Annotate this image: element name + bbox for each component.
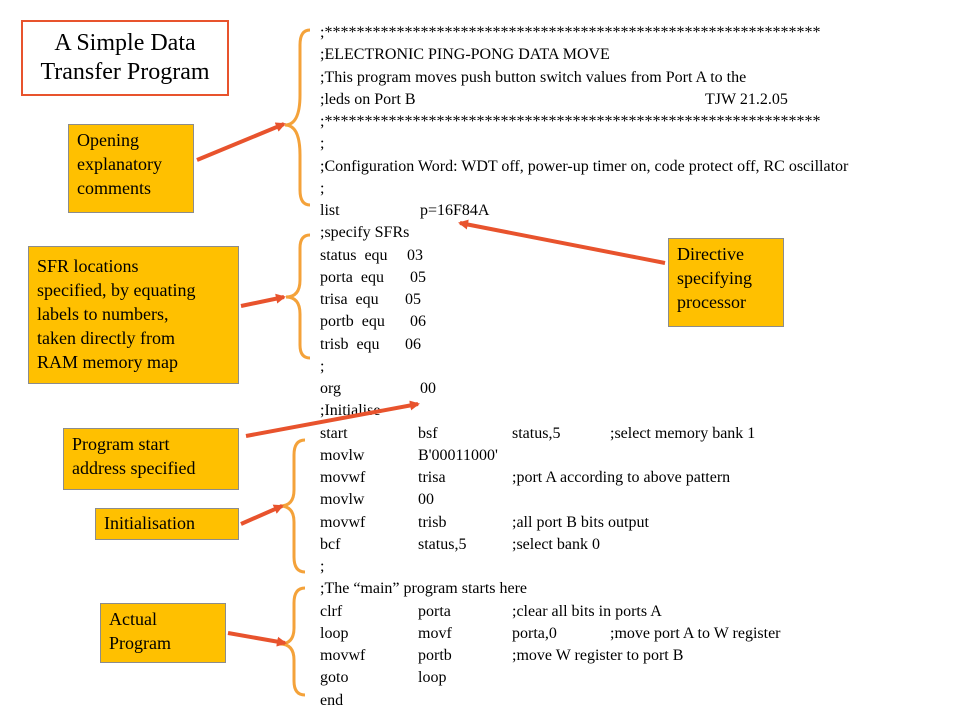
brace-initialisation <box>279 438 306 574</box>
label-line: address specified <box>72 458 196 478</box>
arrow-actual-program <box>227 631 287 647</box>
code-line-0-segment-0: ;***************************************… <box>320 24 821 41</box>
code-line-23-segment-2: ;select bank 0 <box>512 535 600 553</box>
code-line-8-segment-1: p=16F84A <box>420 202 490 219</box>
label-line: Program start <box>72 434 170 454</box>
code-line-13-segment-1: 06 <box>410 313 426 331</box>
code-line-19-segment-1: B'00011000' <box>418 446 498 464</box>
code-line-30-segment-0: end <box>320 691 344 709</box>
label-sfr-locations: SFR locations specified, by equating lab… <box>28 246 239 384</box>
code-line-27-segment-1: movf <box>418 624 452 642</box>
label-line: specifying <box>677 268 752 288</box>
arrow-program-start <box>245 400 420 438</box>
code-line-25-segment-0: ;The “main” program starts here <box>320 580 528 598</box>
code-line-11-segment-0: porta equ <box>320 268 384 286</box>
code-line-13-segment-0: portb equ <box>320 313 385 331</box>
code-line-18-segment-3: ;select memory bank 1 <box>610 424 756 442</box>
code-line-6-segment-0: ;Configuration Word: WDT off, power-up t… <box>320 157 849 175</box>
code-line-18-segment-0: start <box>320 424 348 442</box>
code-line-5-segment-0: ; <box>320 135 325 153</box>
code-line-29-segment-0: goto <box>320 669 349 687</box>
slide-title-line-2: Transfer Program <box>40 59 210 85</box>
code-line-22-segment-0: movwf <box>320 513 366 531</box>
arrow-initialisation <box>240 504 284 526</box>
code-line-18-segment-1: bsf <box>418 424 438 442</box>
code-line-3-segment-1: TJW 21.2.05 <box>705 90 788 108</box>
brace-sfr-definitions <box>285 233 311 360</box>
code-line-26-segment-2: ;clear all bits in ports A <box>512 602 662 620</box>
label-directive-processor: Directive specifying processor <box>668 238 784 327</box>
slide-title-line-1: A Simple Data <box>54 30 196 56</box>
code-line-4-segment-0: ;***************************************… <box>320 113 821 130</box>
code-line-12-segment-0: trisa equ <box>320 291 379 308</box>
label-line: Program <box>109 633 171 653</box>
code-line-26-segment-0: clrf <box>320 602 343 620</box>
code-line-9-segment-0: ;specify SFRs <box>320 224 410 242</box>
code-line-14-segment-1: 06 <box>405 335 421 353</box>
code-line-11-segment-1: 05 <box>410 268 426 286</box>
code-line-26-segment-1: porta <box>418 602 451 620</box>
label-line: taken directly from <box>37 328 175 348</box>
code-line-20-segment-2: ;port A according to above pattern <box>512 469 731 486</box>
brace-opening-comments <box>284 28 311 207</box>
code-line-27-segment-0: loop <box>320 624 349 642</box>
label-line: Actual <box>109 609 157 629</box>
code-line-1-segment-0: ;ELECTRONIC PING-PONG DATA MOVE <box>320 46 610 64</box>
code-line-21-segment-0: movlw <box>320 491 365 509</box>
code-line-27-segment-2: porta,0 <box>512 624 557 642</box>
code-line-28-segment-0: movwf <box>320 647 366 664</box>
code-line-10-segment-1: 03 <box>407 246 423 264</box>
code-line-22-segment-1: trisb <box>418 513 447 531</box>
code-line-18-segment-2: status,5 <box>512 424 561 442</box>
code-line-24-segment-0: ; <box>320 558 325 575</box>
code-line-15-segment-0: ; <box>320 357 325 375</box>
code-line-7-segment-0: ; <box>320 179 325 197</box>
code-line-23-segment-0: bcf <box>320 535 341 553</box>
code-line-12-segment-1: 05 <box>405 291 421 308</box>
label-line: processor <box>677 292 746 312</box>
code-line-20-segment-1: trisa <box>418 469 446 486</box>
label-program-start: Program start address specified <box>63 428 239 490</box>
label-line: Directive <box>677 244 744 264</box>
code-line-16-segment-1: 00 <box>420 380 436 397</box>
code-line-27-segment-3: ;move port A to W register <box>610 624 781 642</box>
label-line: comments <box>77 178 151 198</box>
code-line-23-segment-1: status,5 <box>418 535 467 553</box>
label-initialisation: Initialisation <box>95 508 239 540</box>
label-line: Initialisation <box>104 513 195 533</box>
code-line-29-segment-1: loop <box>418 669 447 687</box>
label-actual-program: Actual Program <box>100 603 226 663</box>
code-line-21-segment-1: 00 <box>418 491 434 509</box>
label-line: explanatory <box>77 154 162 174</box>
arrow-directive-processor <box>458 219 666 265</box>
label-line: specified, by equating <box>37 280 196 300</box>
code-line-8-segment-0: list <box>320 202 340 219</box>
code-line-3-segment-0: ;leds on Port B <box>320 90 416 108</box>
code-line-14-segment-0: trisb equ <box>320 335 380 353</box>
arrow-sfr-locations <box>240 293 286 308</box>
code-line-28-segment-1: portb <box>418 647 452 664</box>
label-opening-comments: Opening explanatory comments <box>68 124 194 213</box>
code-line-2-segment-0: ;This program moves push button switch v… <box>320 68 747 86</box>
slide-title: A Simple Data Transfer Program <box>21 20 229 96</box>
code-line-19-segment-0: movlw <box>320 446 365 464</box>
code-line-22-segment-2: ;all port B bits output <box>512 513 649 531</box>
label-line: labels to numbers, <box>37 304 169 324</box>
code-line-16-segment-0: org <box>320 380 342 397</box>
label-line: RAM memory map <box>37 352 178 372</box>
code-line-10-segment-0: status equ <box>320 246 388 264</box>
arrow-opening-comments <box>196 122 286 162</box>
label-line: Opening <box>77 130 139 150</box>
label-line: SFR locations <box>37 256 139 276</box>
code-line-20-segment-0: movwf <box>320 469 366 486</box>
code-line-28-segment-2: ;move W register to port B <box>512 647 684 664</box>
